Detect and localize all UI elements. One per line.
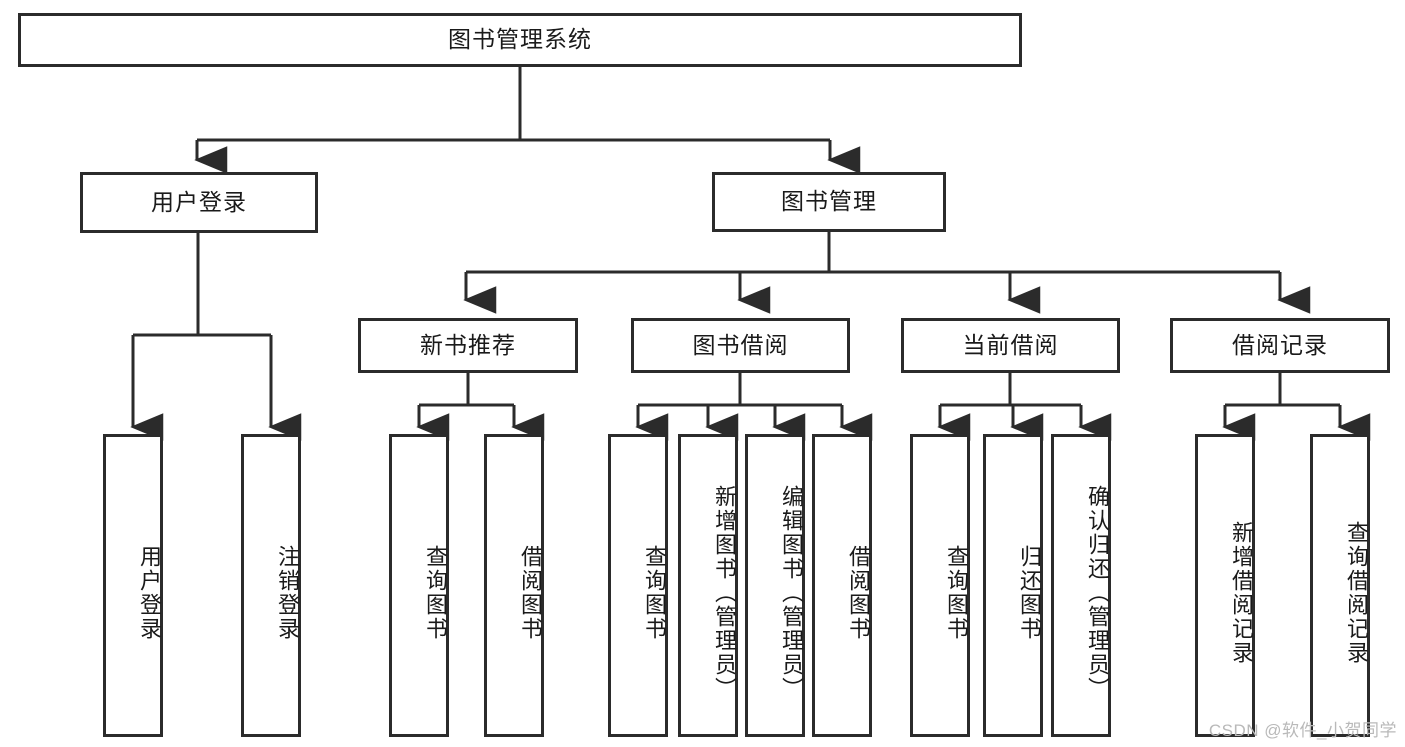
node-label: 查询图书 bbox=[642, 544, 667, 641]
leaf-record-query-record[interactable]: 查询借阅记录 bbox=[1310, 434, 1370, 737]
node-label: 编辑图书（管理员） bbox=[779, 484, 804, 701]
leaf-current-query-book[interactable]: 查询图书 bbox=[910, 434, 970, 737]
node-label: 查询借阅记录 bbox=[1344, 520, 1369, 665]
leaf-borrow-add-book-admin[interactable]: 新增图书（管理员） bbox=[678, 434, 738, 737]
leaf-recommend-query-book[interactable]: 查询图书 bbox=[389, 434, 449, 737]
node-root-system[interactable]: 图书管理系统 bbox=[18, 13, 1022, 67]
node-label: 新书推荐 bbox=[420, 331, 516, 358]
leaf-record-add-record[interactable]: 新增借阅记录 bbox=[1195, 434, 1255, 737]
node-label: 确认归还（管理员） bbox=[1085, 484, 1110, 701]
node-label: 图书管理 bbox=[781, 188, 877, 215]
node-label: 归还图书 bbox=[1017, 544, 1042, 641]
node-label: 借阅记录 bbox=[1232, 331, 1328, 358]
node-label: 注销登录 bbox=[275, 544, 300, 641]
leaf-borrow-query-book[interactable]: 查询图书 bbox=[608, 434, 668, 737]
leaf-current-return-book[interactable]: 归还图书 bbox=[983, 434, 1043, 737]
node-book-borrow[interactable]: 图书借阅 bbox=[631, 318, 850, 373]
node-new-book-recommend[interactable]: 新书推荐 bbox=[358, 318, 578, 373]
node-label: 查询图书 bbox=[944, 544, 969, 641]
node-label: 用户登录 bbox=[137, 544, 162, 641]
node-user-login[interactable]: 用户登录 bbox=[80, 172, 318, 233]
node-label: 用户登录 bbox=[151, 188, 247, 215]
leaf-user-login-login[interactable]: 用户登录 bbox=[103, 434, 163, 737]
leaf-current-confirm-return-admin[interactable]: 确认归还（管理员） bbox=[1051, 434, 1111, 737]
node-label: 图书管理系统 bbox=[448, 26, 592, 53]
node-label: 图书借阅 bbox=[692, 331, 789, 358]
node-label: 当前借阅 bbox=[962, 331, 1059, 358]
node-label: 查询图书 bbox=[423, 544, 448, 641]
node-current-borrow[interactable]: 当前借阅 bbox=[901, 318, 1120, 373]
leaf-borrow-borrow-book[interactable]: 借阅图书 bbox=[812, 434, 872, 737]
node-label: 新增图书（管理员） bbox=[712, 484, 737, 701]
node-book-management[interactable]: 图书管理 bbox=[712, 172, 946, 232]
node-borrow-record[interactable]: 借阅记录 bbox=[1170, 318, 1390, 373]
node-label: 借阅图书 bbox=[846, 544, 871, 641]
node-label: 借阅图书 bbox=[518, 544, 543, 641]
leaf-borrow-edit-book-admin[interactable]: 编辑图书（管理员） bbox=[745, 434, 805, 737]
watermark-text: CSDN @软件_小贺同学 bbox=[1208, 721, 1397, 740]
node-label: 新增借阅记录 bbox=[1229, 520, 1254, 665]
leaf-recommend-borrow-book[interactable]: 借阅图书 bbox=[484, 434, 544, 737]
leaf-user-login-logout[interactable]: 注销登录 bbox=[241, 434, 301, 737]
